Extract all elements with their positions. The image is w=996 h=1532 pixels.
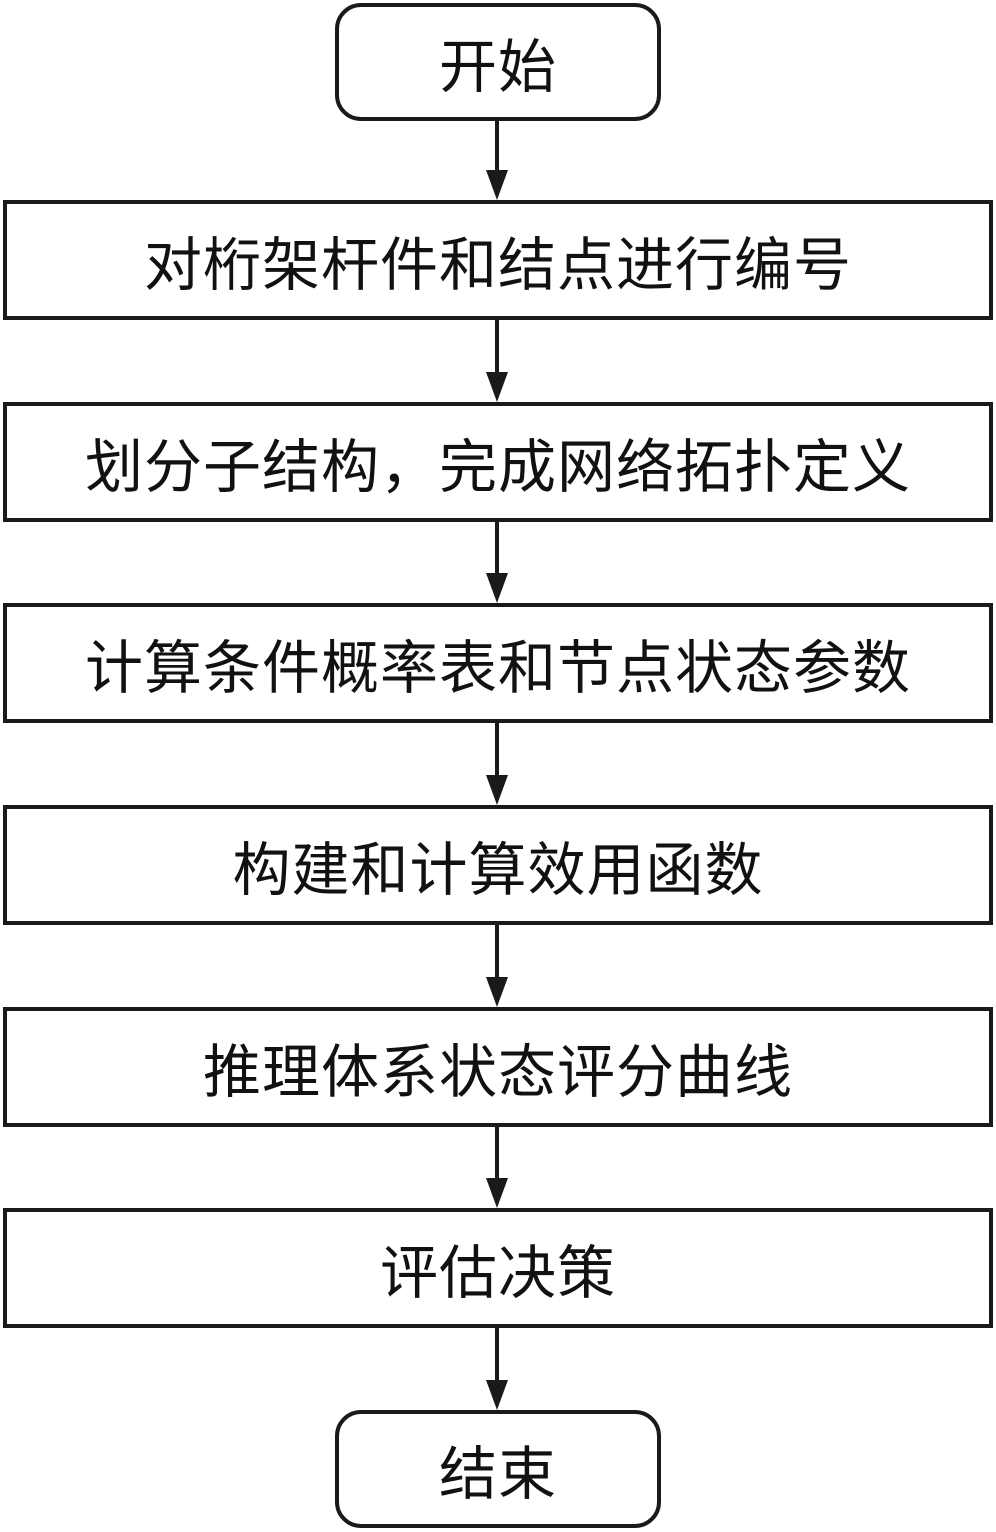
step-6-box: 评估决策 bbox=[3, 1208, 993, 1328]
step-2-box: 划分子结构，完成网络拓扑定义 bbox=[3, 402, 993, 522]
start-node: 开始 bbox=[335, 3, 661, 121]
arrow-head-3 bbox=[486, 573, 508, 603]
step-6-label: 评估决策 bbox=[379, 1239, 616, 1307]
step-3-box: 计算条件概率表和节点状态参数 bbox=[3, 603, 993, 723]
step-2-label: 划分子结构，完成网络拓扑定义 bbox=[84, 433, 911, 501]
arrow-head-5 bbox=[486, 977, 508, 1007]
arrow-head-6 bbox=[486, 1178, 508, 1208]
start-label: 开始 bbox=[438, 33, 557, 101]
step-3-label: 计算条件概率表和节点状态参数 bbox=[84, 634, 911, 702]
arrow-head-7 bbox=[486, 1380, 508, 1410]
arrow-head-4 bbox=[486, 775, 508, 805]
step-4-box: 构建和计算效用函数 bbox=[3, 805, 993, 925]
arrow-head-1 bbox=[486, 170, 508, 200]
step-5-box: 推理体系状态评分曲线 bbox=[3, 1007, 993, 1127]
step-1-label: 对桁架杆件和结点进行编号 bbox=[143, 231, 852, 299]
step-1-box: 对桁架杆件和结点进行编号 bbox=[3, 200, 993, 320]
end-label: 结束 bbox=[438, 1440, 557, 1508]
step-5-label: 推理体系状态评分曲线 bbox=[202, 1038, 793, 1106]
end-node: 结束 bbox=[335, 1410, 661, 1528]
step-4-label: 构建和计算效用函数 bbox=[232, 836, 764, 904]
arrow-head-2 bbox=[486, 372, 508, 402]
